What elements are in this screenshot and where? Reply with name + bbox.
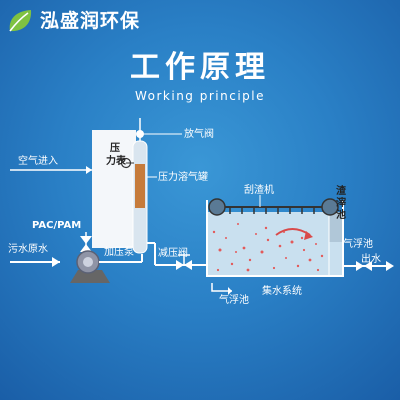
air-inlet-arrow: [86, 166, 92, 174]
raw-sewage-arrow: [52, 257, 60, 267]
water-collection-system-label: 集水系统: [262, 284, 302, 297]
outlet-arrow: [386, 261, 394, 271]
vent-valve-label: 放气阀: [184, 127, 214, 140]
water-outlet-label: 出水: [361, 252, 381, 265]
outlet-valve-right: [364, 261, 372, 271]
relief-valve-right: [184, 260, 192, 270]
page-title: 工作原理: [130, 50, 270, 85]
brand: 泓盛润环保: [6, 8, 140, 34]
dosing-valve-top: [80, 236, 92, 244]
flow-arrowhead: [304, 231, 313, 240]
scum-tank-fill: [329, 212, 343, 242]
outlet-valve-left: [356, 261, 364, 271]
air-inlet-label: 空气进入: [18, 154, 58, 167]
collection-pipe: [211, 283, 232, 292]
pressure-relief-valve-label: 减压阀: [158, 246, 188, 259]
dosing-valve-bottom: [80, 244, 92, 252]
pressure-pump-label: 加压泵: [104, 246, 134, 258]
flotation-tank-right-label: 气浮池: [343, 237, 373, 250]
tank-fill: [135, 164, 145, 208]
raw-sewage-label: 污水原水: [8, 243, 48, 255]
equipment-backdrop: [92, 130, 136, 248]
collection-arrow: [228, 287, 232, 295]
tank-wall: [206, 200, 344, 277]
dissolved-air-tank-label: 压力溶气罐: [158, 170, 208, 183]
relief-valve-left: [176, 260, 184, 270]
air-bubbles: [212, 223, 324, 272]
pressure-gauge-label-line1: 压: [110, 142, 120, 154]
scraper-right-wheel: [321, 198, 339, 216]
pump-base: [70, 270, 110, 283]
pump-hub: [83, 257, 93, 267]
scum-tank-label-line3: 池: [336, 208, 346, 221]
flotation-tank: [207, 212, 343, 276]
pac-pam-label: PAC/PAM: [32, 220, 81, 231]
leaf-logo-icon: [9, 10, 32, 32]
brand-name: 泓盛润环保: [40, 10, 141, 32]
scum-tank-label-line1: 渣: [336, 184, 347, 197]
page-subtitle: Working principle: [134, 89, 265, 103]
scum-tank-label-line2: 滓: [336, 196, 346, 209]
scraper-left-wheel: [208, 198, 226, 216]
scraper-label: 刮渣机: [244, 183, 274, 196]
flotation-tank-bottom-label: 气浮池: [219, 293, 249, 306]
scraper-blades: [229, 207, 315, 214]
pressure-gauge-label-line2: 力表: [106, 154, 127, 167]
